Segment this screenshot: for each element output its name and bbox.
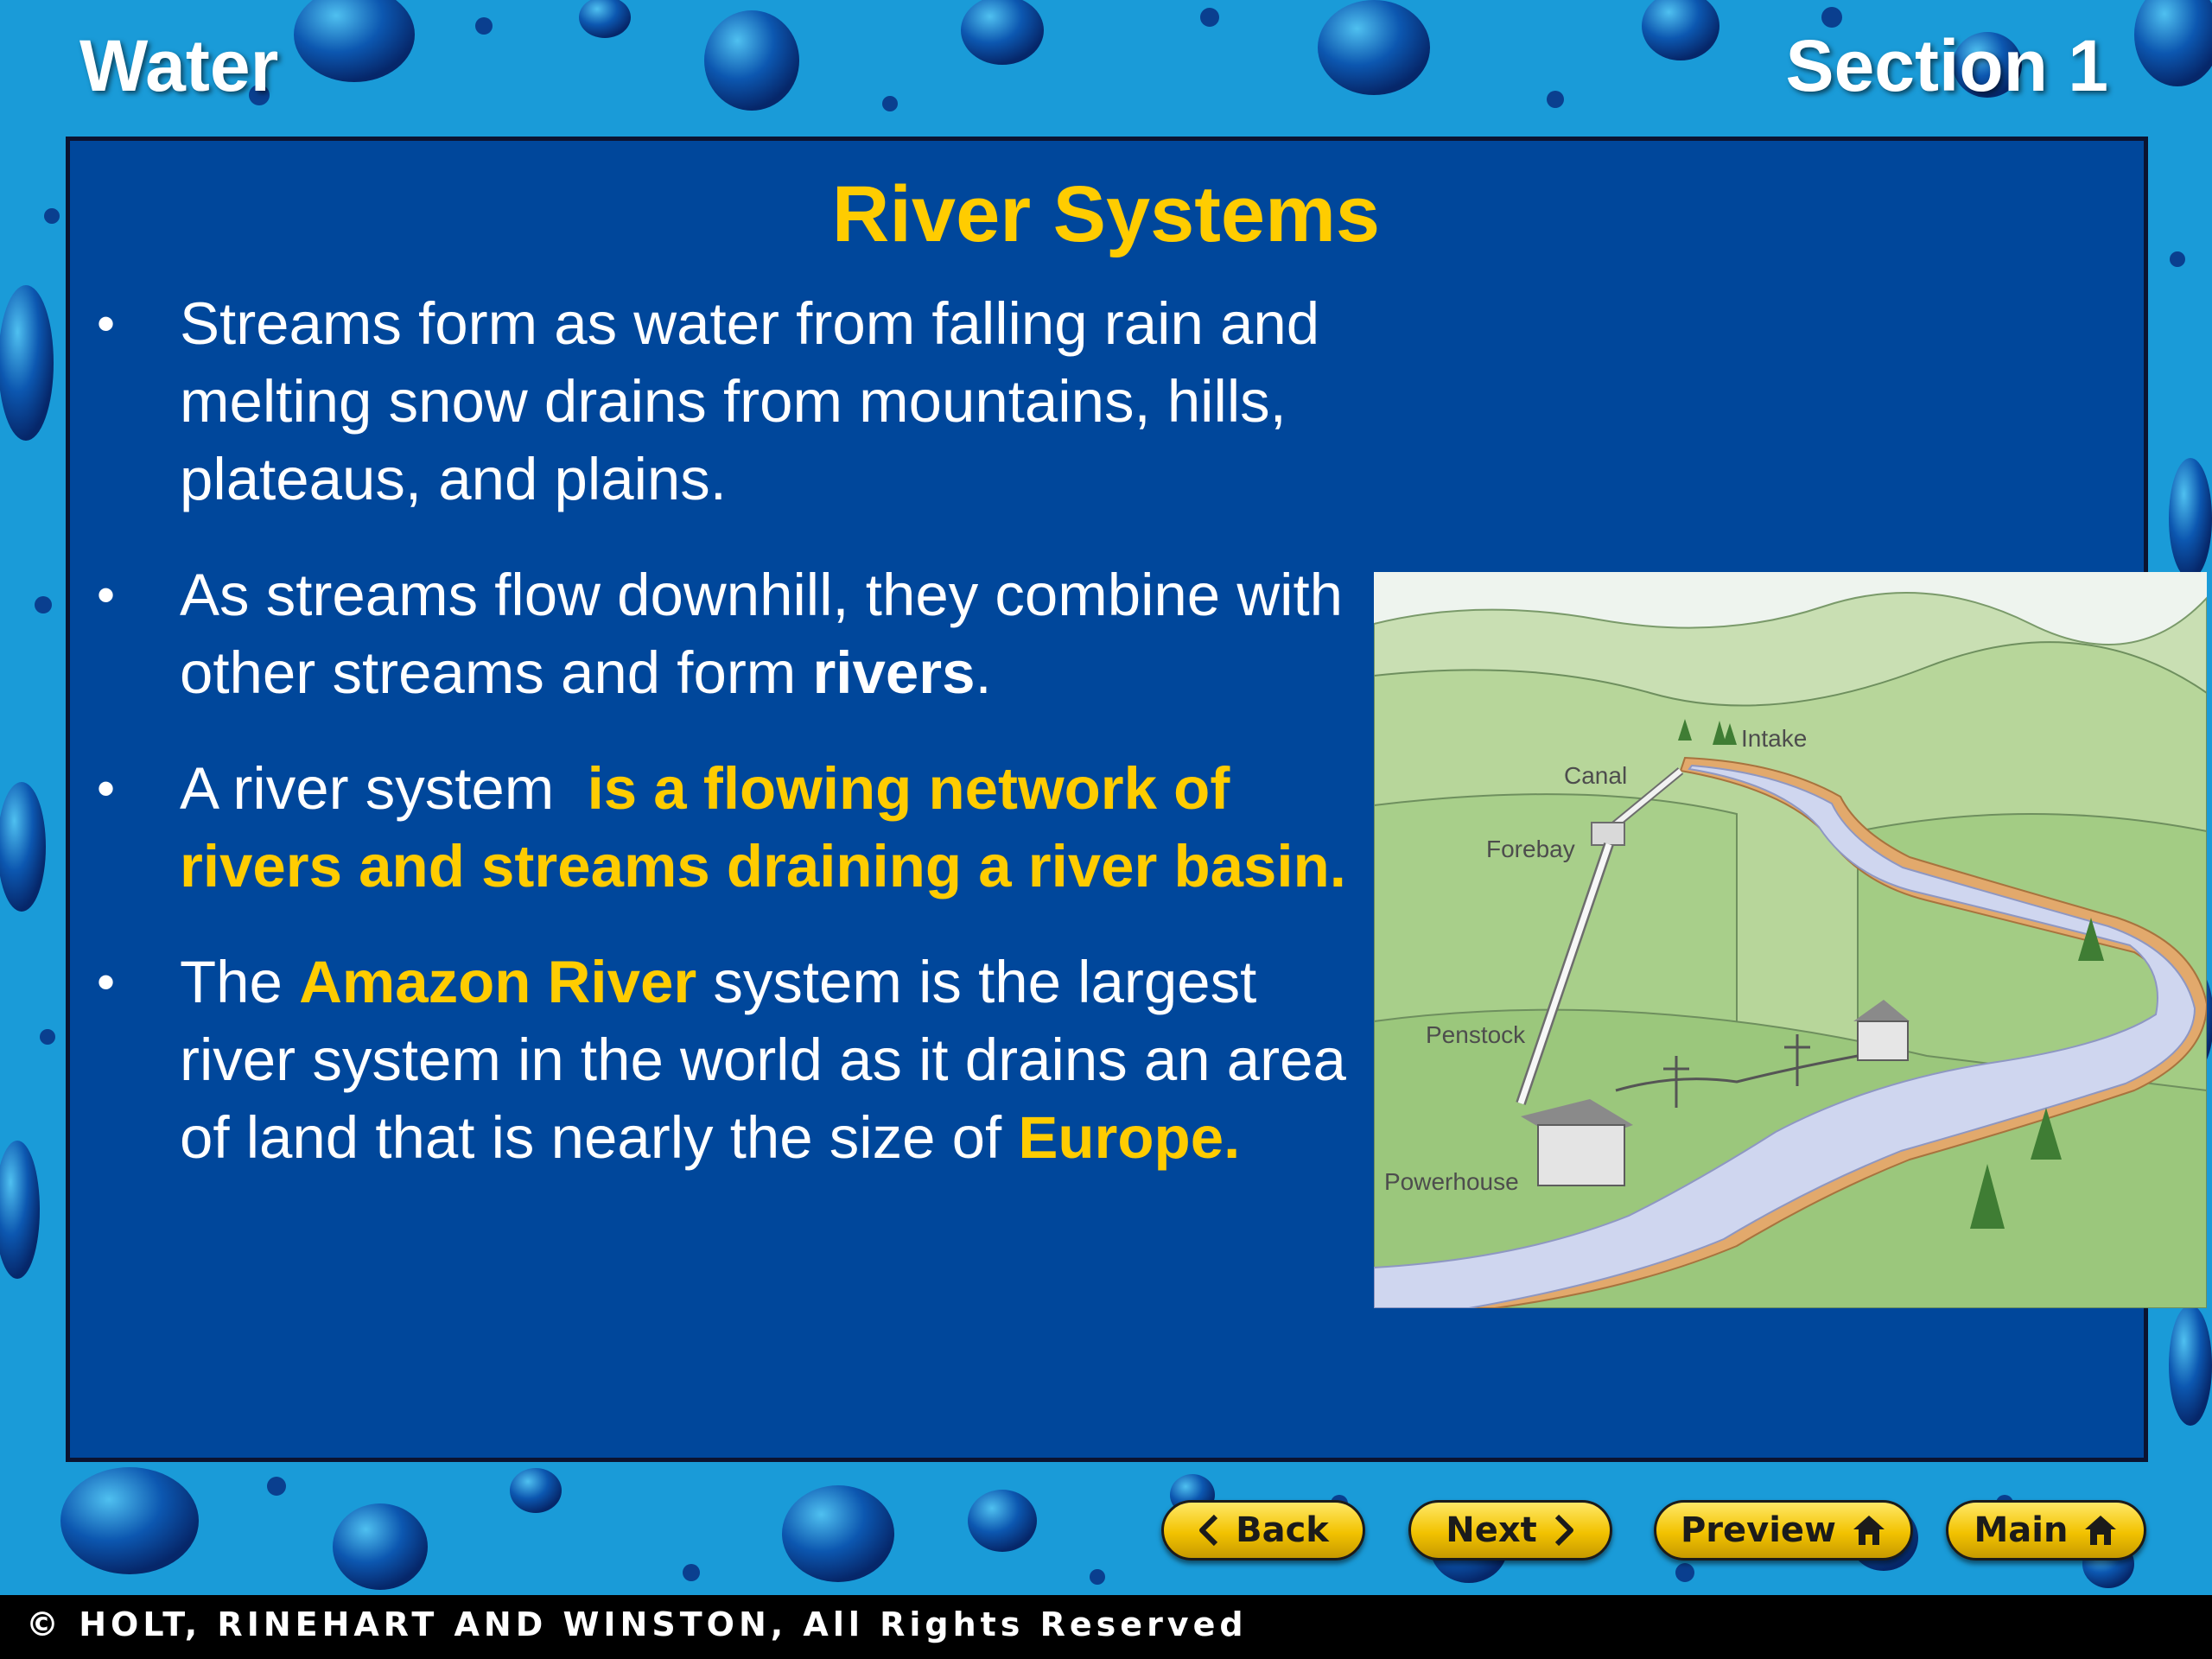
home-icon (2085, 1516, 2117, 1545)
home-icon (1853, 1516, 1885, 1545)
diagram-label-intake: Intake (1741, 725, 1807, 752)
section-header: Section 1 (1785, 25, 2108, 106)
main-button[interactable]: Main (1946, 1500, 2146, 1560)
amazon-river-highlight: Amazon River (299, 949, 697, 1015)
topic-header: Water (79, 25, 279, 106)
chevron-left-icon (1199, 1514, 1218, 1547)
bullet-item: • The Amazon River system is the largest… (86, 944, 1382, 1177)
bullet-dot-icon: • (97, 295, 116, 353)
back-button-label: Back (1236, 1510, 1329, 1550)
next-button-label: Next (1446, 1510, 1537, 1550)
diagram-label-penstock: Penstock (1426, 1021, 1526, 1048)
europe-highlight: Europe. (1018, 1104, 1241, 1171)
bullet-text: As streams flow downhill, they combine w… (180, 562, 1344, 706)
bullet-item: • A river system is a flowing network of… (86, 750, 1382, 906)
definition-highlight: is a flowing network of rivers and strea… (180, 755, 1346, 899)
chevron-right-icon (1554, 1514, 1573, 1547)
bullet-dot-icon: • (97, 760, 116, 817)
copyright-text: © HOLT, RINEHART AND WINSTON, All Rights… (26, 1605, 1248, 1643)
river-system-diagram: Intake Canal Forebay Penstock Powerhouse (1374, 572, 2207, 1308)
main-button-label: Main (1974, 1510, 2069, 1550)
bold-term-rivers: rivers (812, 639, 976, 706)
next-button[interactable]: Next (1408, 1500, 1612, 1560)
diagram-label-forebay: Forebay (1486, 836, 1575, 862)
bullet-dot-icon: • (97, 566, 116, 624)
bullet-text: Streams form as water from falling rain … (180, 290, 1320, 512)
bullet-item: • As streams flow downhill, they combine… (86, 556, 1382, 712)
bullet-text: A river system (180, 755, 588, 822)
preview-button-label: Preview (1680, 1510, 1837, 1550)
bullet-list: • Streams form as water from falling rai… (86, 285, 1382, 1215)
bullet-item: • Streams form as water from falling rai… (86, 285, 1382, 518)
copyright-bar: © HOLT, RINEHART AND WINSTON, All Rights… (0, 1595, 2212, 1659)
diagram-label-canal: Canal (1564, 762, 1627, 789)
preview-button[interactable]: Preview (1654, 1500, 1913, 1560)
back-button[interactable]: Back (1161, 1500, 1365, 1560)
slide-title: River Systems (831, 170, 1381, 258)
bullet-text-end: . (975, 639, 992, 706)
diagram-label-powerhouse: Powerhouse (1384, 1168, 1519, 1195)
bullet-text-mid: system is the largest river system in th… (180, 949, 1346, 1171)
bullet-text: The (180, 949, 300, 1015)
bullet-dot-icon: • (97, 953, 116, 1011)
